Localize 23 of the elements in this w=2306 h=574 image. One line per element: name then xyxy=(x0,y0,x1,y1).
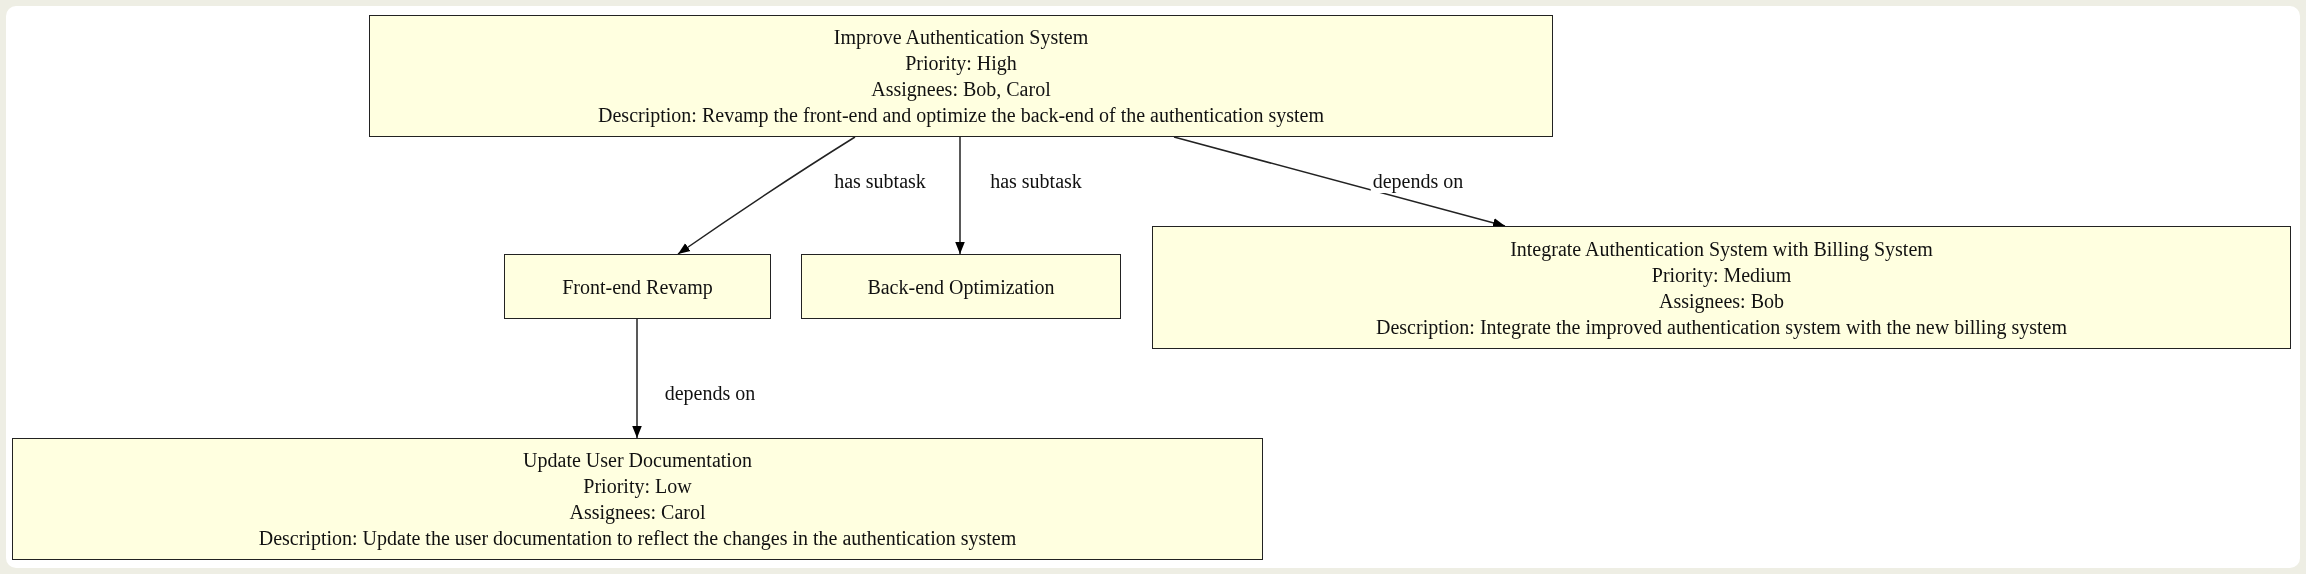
task-text: Integrate Authentication System with Billing System xyxy=(1510,236,1933,262)
task-box xyxy=(1152,226,2291,349)
arrow xyxy=(955,136,965,255)
task-text: Assignees: Bob xyxy=(1659,288,1784,314)
arrow xyxy=(1173,136,1506,228)
task-box xyxy=(801,254,1121,319)
task-text: Assignees: Carol xyxy=(569,500,706,525)
task-box xyxy=(12,438,1263,560)
task-box xyxy=(369,15,1553,137)
task-text: Update User Documentation xyxy=(523,448,752,473)
task-text: Priority: Medium xyxy=(1651,262,1792,288)
task-text: Description: Update the user documentation to reflect the changes in the authentication system xyxy=(258,526,1017,551)
task-text: Description: Integrate the improved authentication system with the new billing system xyxy=(1376,314,2067,340)
arrow xyxy=(677,136,856,255)
task-text: Improve Authentication System xyxy=(833,25,1089,50)
task-text: Description: Revamp the front-end and optimize the back-end of the authentication system xyxy=(598,103,1324,128)
task-text: Priority: High xyxy=(905,51,1017,76)
arrow xyxy=(632,318,642,439)
task-text: Priority: Low xyxy=(583,474,692,499)
task-text: Front-end Revamp xyxy=(562,274,713,300)
task-text: Back-end Optimization xyxy=(867,274,1055,300)
task-text: Assignees: Bob, Carol xyxy=(871,77,1051,102)
task-box xyxy=(504,254,771,319)
